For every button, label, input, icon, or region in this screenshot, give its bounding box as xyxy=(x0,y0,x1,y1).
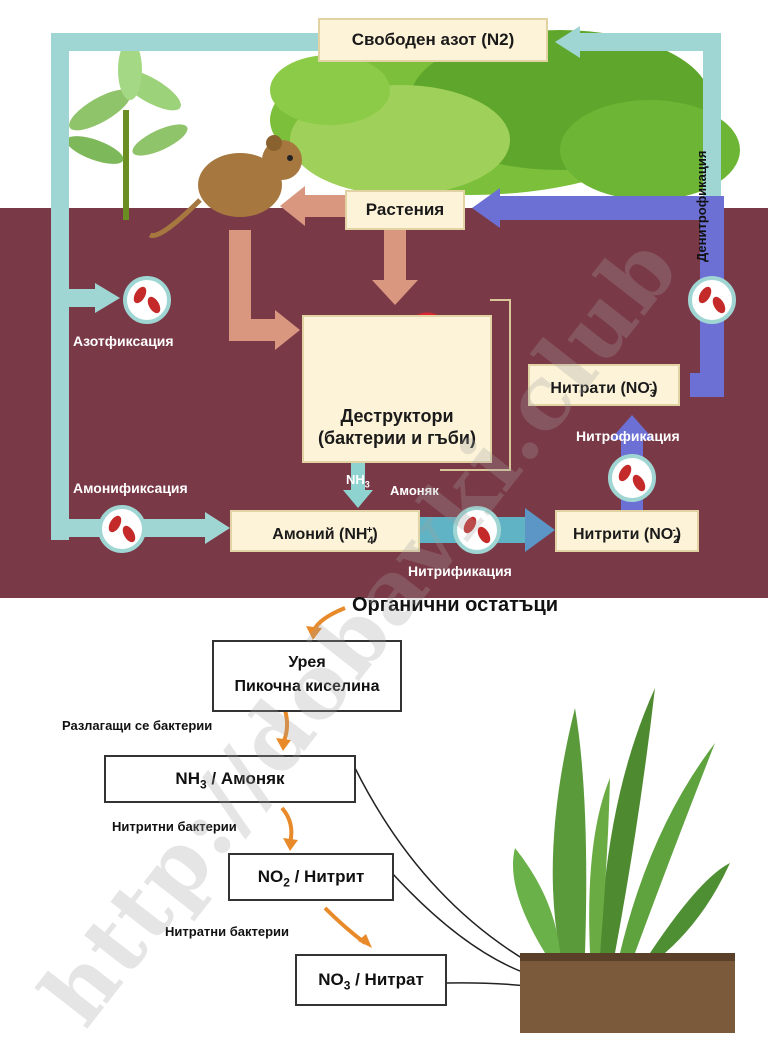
free-nitrogen-label: Свободен азот (N2) xyxy=(351,30,515,49)
nitrites-box: Нитрити (NO2-) xyxy=(555,510,699,552)
nitrification-label: Нитрификация xyxy=(408,563,512,579)
plants-label: Растения xyxy=(365,200,445,219)
nitrate-flow-label: NO3 / Нитрат xyxy=(318,970,424,993)
flow-title: Органични остатъци xyxy=(352,594,559,616)
mouse-illustration xyxy=(148,135,302,239)
bacteria-icon-denitrification xyxy=(688,276,736,324)
nitrofication-label: Нитрофикация xyxy=(576,428,680,444)
nitrite-box: NO2 / Нитрит xyxy=(228,853,394,901)
free-nitrogen-left-arrow xyxy=(51,33,320,540)
organic-remains-flow: Органични остатъци Урея Пикочна киселина… xyxy=(0,594,768,1033)
foliage-illustration xyxy=(270,30,740,200)
ammonium-box: Амоний (NH4+) xyxy=(230,510,420,552)
decomposers-subtitle: (бактерии и гъби) xyxy=(318,428,476,448)
decomposers-box: Деструктори (бактерии и гъби) xyxy=(302,315,492,463)
ammonia-flow-label: NH3 / Амоняк xyxy=(175,769,285,792)
ammonia-label: Амоняк xyxy=(390,483,439,498)
decomposers-title: Деструктори xyxy=(340,406,454,426)
step-nitrite-bacteria: Нитритни бактерии xyxy=(112,819,237,834)
nitrates-label: Нитрати (NO3-) xyxy=(550,379,658,401)
bacteria-icon-nitrification xyxy=(453,506,501,554)
ammonification-label: Амонификсация xyxy=(73,480,188,496)
bacteria-icon-nitrofication xyxy=(608,454,656,502)
ammonium-label: Амоний (NH4+) xyxy=(272,525,378,547)
flow-arrows-illustration xyxy=(276,606,735,1033)
cycle-arrows-illustration xyxy=(51,26,740,554)
step-decomposing-bacteria: Разлагащи се бактерии xyxy=(62,718,213,733)
plants-box: Растения xyxy=(345,190,465,230)
nh3-label: NH3 xyxy=(346,472,370,490)
azotfixation-label: Азотфиксация xyxy=(73,333,174,349)
uric-acid-label: Пикочна киселина xyxy=(234,678,380,695)
urea-label: Урея xyxy=(288,654,326,671)
aquatic-plant-illustration xyxy=(513,688,735,1033)
free-nitrogen-box: Свободен азот (N2) xyxy=(318,18,548,62)
nitrogen-cycle-diagram: Свободен азот (N2) Растения Деструктори … xyxy=(0,18,768,598)
denitrification-label: Денитрофикация xyxy=(694,150,709,262)
nitrite-flow-label: NO2 / Нитрит xyxy=(257,867,365,890)
step-nitrate-bacteria: Нитратни бактерии xyxy=(165,924,290,939)
left-plant-illustration xyxy=(66,40,188,220)
bacteria-icon-azotfixation xyxy=(123,276,171,324)
ammonia-box: NH3 / Амоняк xyxy=(104,755,356,803)
urea-box: Урея Пикочна киселина xyxy=(212,640,402,712)
nitrate-box: NO3 / Нитрат xyxy=(295,954,447,1006)
nitrates-box: Нитрати (NO3-) xyxy=(528,364,680,406)
nitrites-label: Нитрити (NO2-) xyxy=(572,525,682,547)
bacteria-icon-ammonification xyxy=(98,505,146,553)
